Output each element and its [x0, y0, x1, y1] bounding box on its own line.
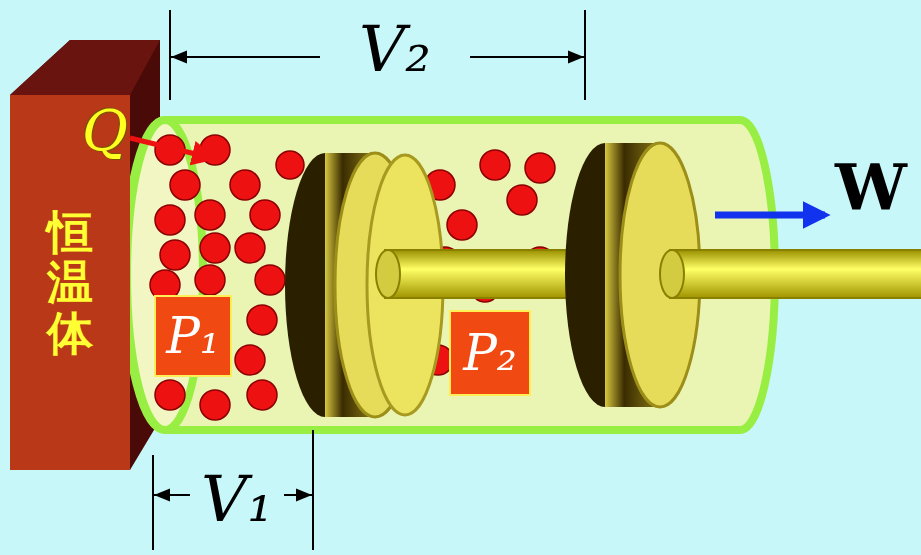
- volume-dimension: V₂: [359, 12, 431, 86]
- vertical-label: 恒温体: [47, 207, 93, 359]
- pressure-label-box: P₁: [154, 295, 232, 377]
- pressure-symbol: P₁: [166, 307, 220, 365]
- pressure-symbol: P₂: [463, 324, 517, 382]
- work-symbol: W: [835, 150, 907, 225]
- volume-dimension: V₁: [201, 462, 273, 536]
- heat-symbol: Q: [82, 98, 128, 163]
- pressure-label-box: P₂: [449, 310, 531, 396]
